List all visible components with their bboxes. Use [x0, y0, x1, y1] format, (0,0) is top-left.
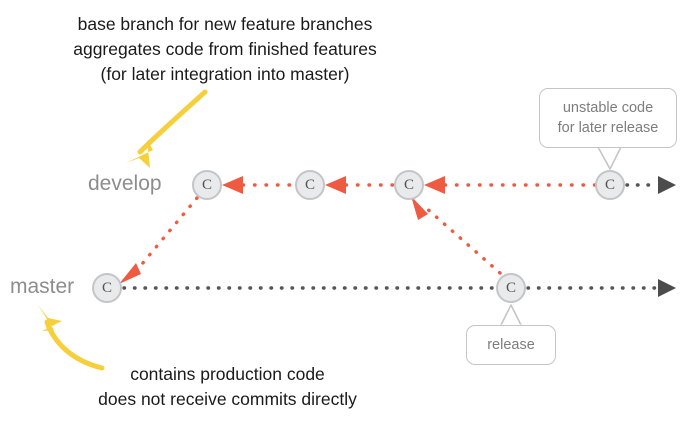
commit-node-develop-3[interactable]: C [394, 170, 424, 200]
arrowhead-left-icon [222, 176, 243, 194]
arrowhead-diagonal-icon [411, 196, 428, 220]
master-end-arrowhead-icon [658, 279, 676, 297]
master-annotation-line-2: does not receive commits directly [98, 388, 357, 409]
develop-flow-arrowheads [222, 176, 445, 194]
callout-unstable-code: unstable code for later release [539, 88, 677, 148]
develop-annotation-line-3: (for later integration into master) [100, 63, 350, 84]
branch-label-develop: develop [88, 172, 162, 195]
callout-release: release [466, 325, 556, 365]
merge-arrow-develop-to-master [119, 196, 199, 284]
develop-end-arrowhead-icon [658, 176, 676, 194]
callout-unstable-line-2: for later release [557, 120, 659, 136]
release-callout-tail [499, 304, 523, 328]
commit-node-master-1[interactable]: C [92, 273, 122, 303]
commit-node-develop-1[interactable]: C [192, 170, 222, 200]
develop-annotation: base branch for new feature branches agg… [0, 12, 450, 87]
commit-node-master-2[interactable]: C [496, 273, 526, 303]
callout-release-line-1: release [487, 337, 535, 353]
arrowhead-left-icon [325, 176, 346, 194]
merge-arrow-release-to-develop [411, 196, 502, 275]
commit-node-develop-4[interactable]: C [595, 170, 625, 200]
develop-annotation-line-2: aggregates code from finished features [73, 38, 377, 59]
master-highlight-arrow [38, 305, 105, 371]
callout-unstable-line-1: unstable code [562, 100, 654, 116]
develop-highlight-arrow [126, 89, 208, 168]
unstable-callout-tail [597, 146, 622, 170]
arrowhead-left-icon [424, 176, 445, 194]
master-annotation: contains production code does not receiv… [0, 362, 455, 412]
develop-annotation-line-1: base branch for new feature branches [77, 14, 373, 34]
branch-label-master: master [10, 275, 75, 298]
commit-node-develop-2[interactable]: C [295, 170, 325, 200]
arrowhead-diagonal-icon [119, 263, 141, 284]
master-annotation-line-1: contains production code [130, 364, 325, 384]
